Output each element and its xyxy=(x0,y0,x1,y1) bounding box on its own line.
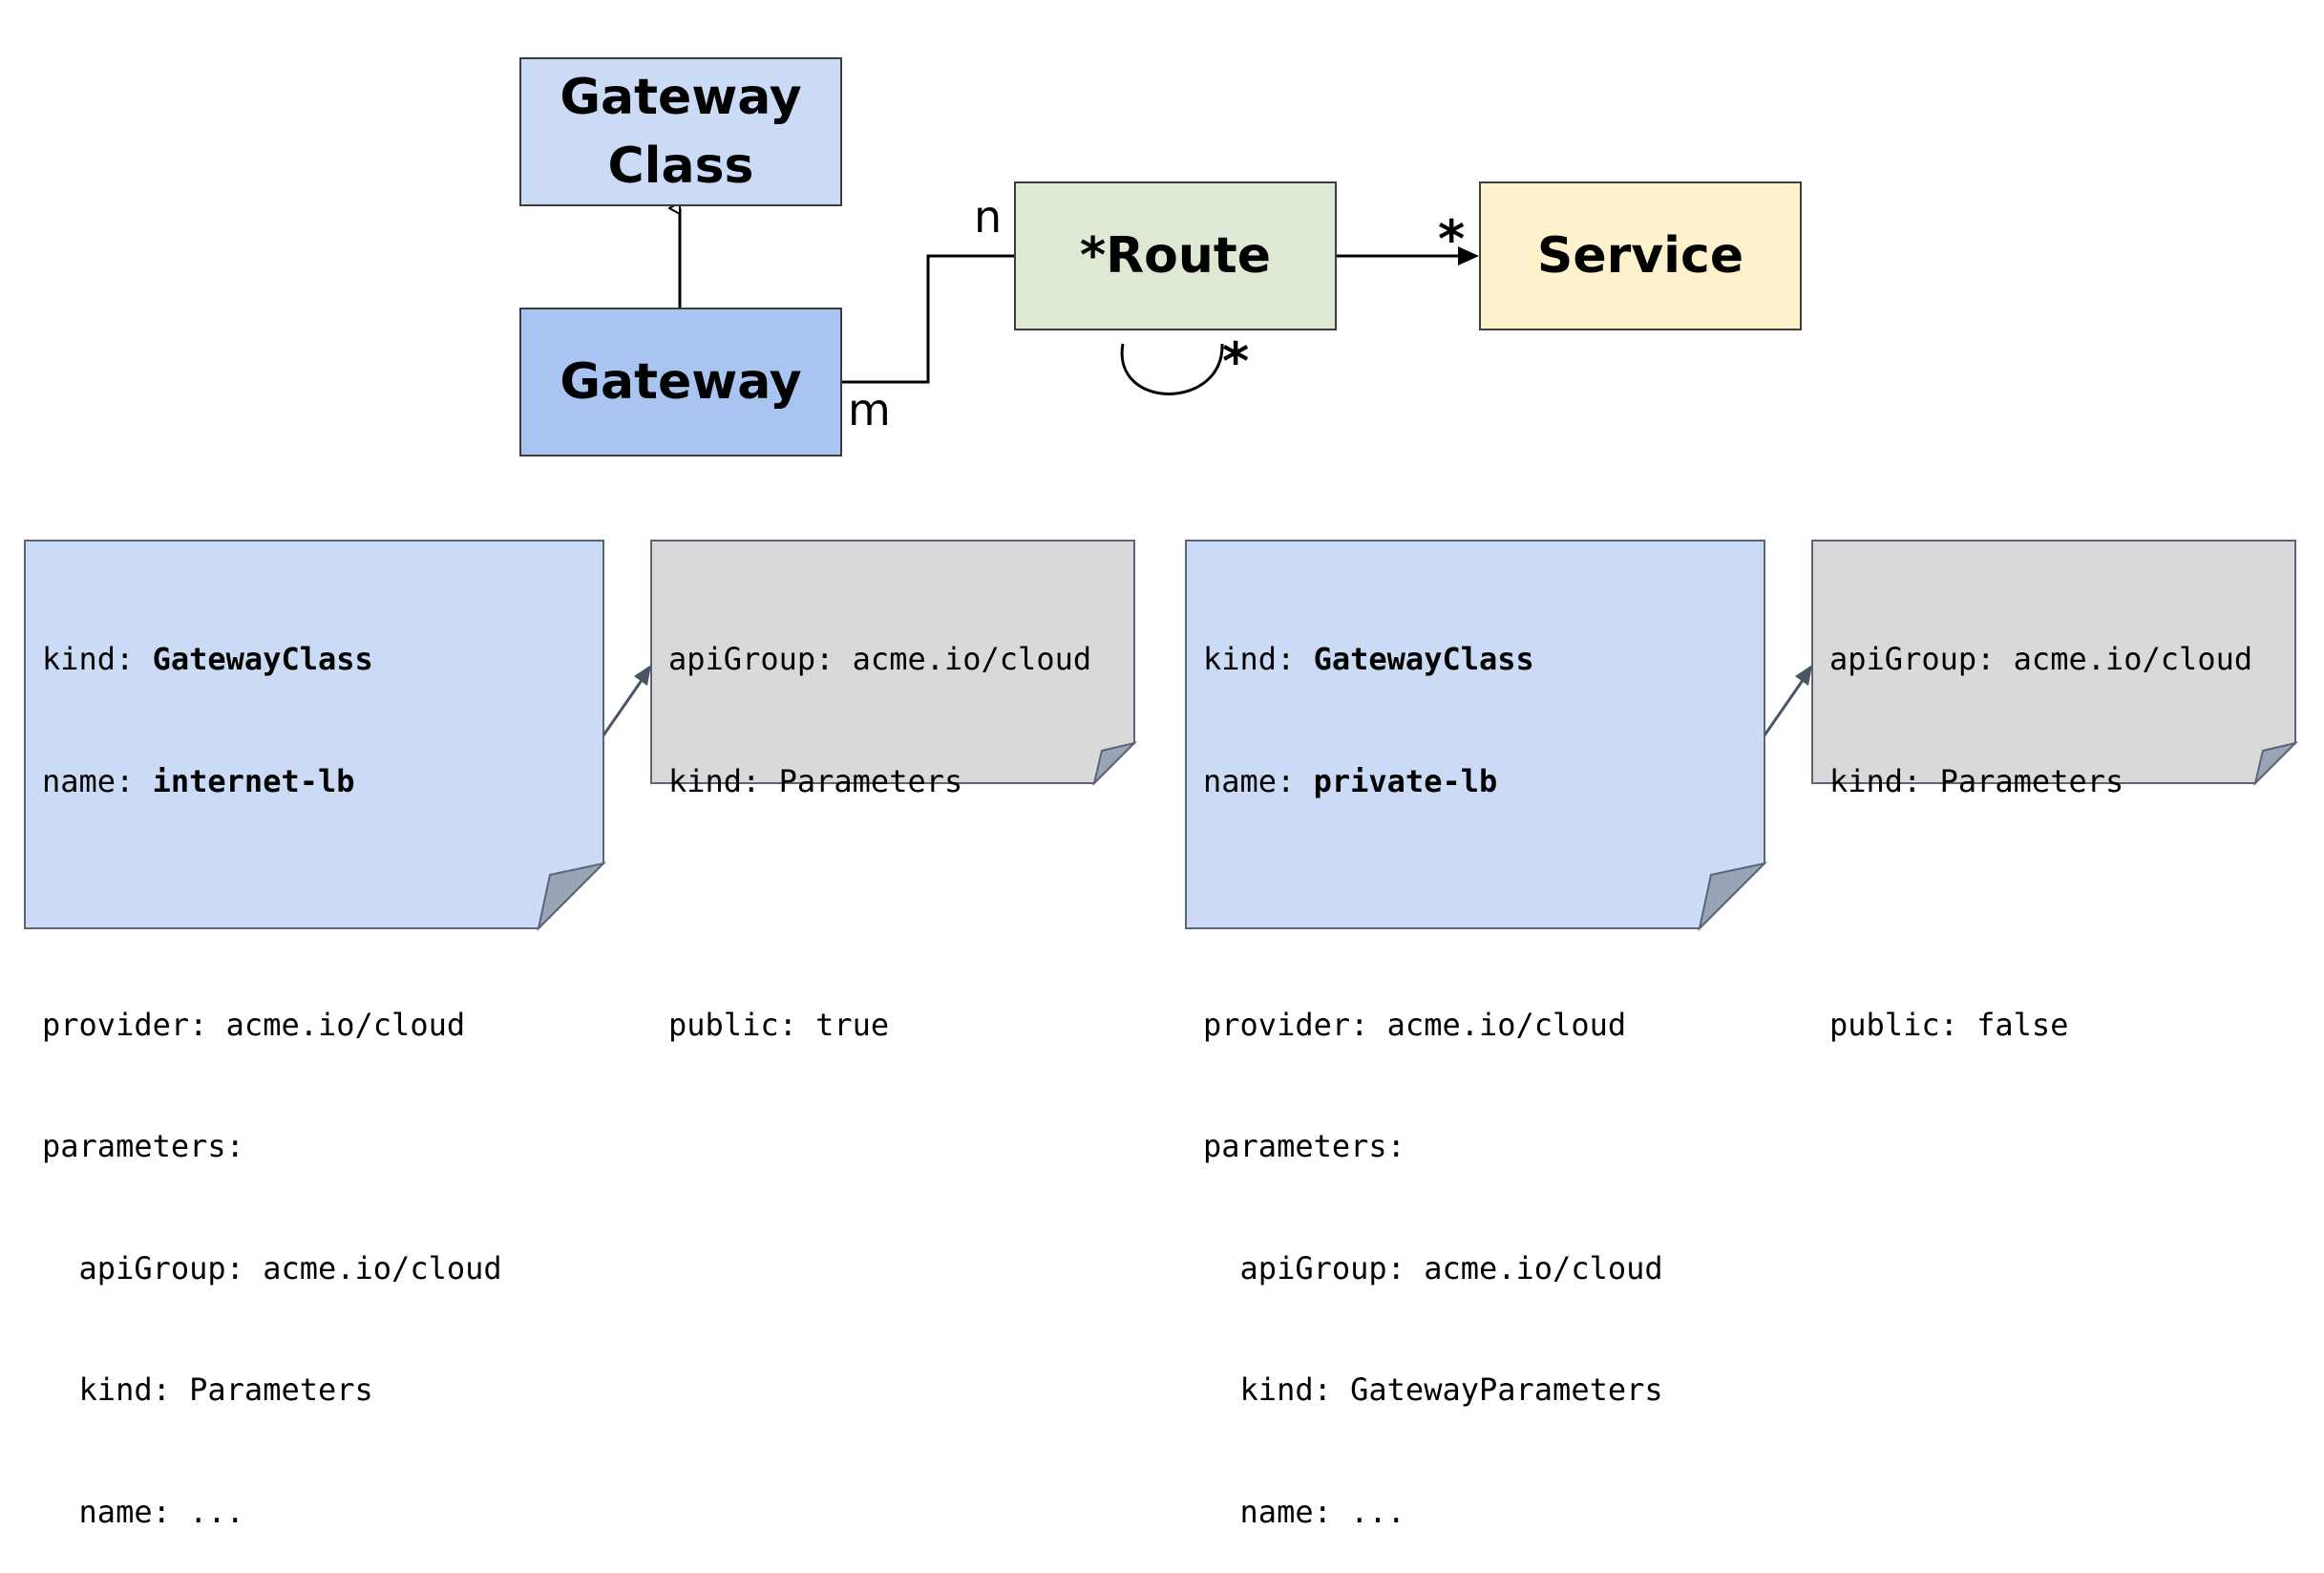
note-line-name: name: private-lb xyxy=(1203,761,1747,802)
note-line-api-group: apiGroup: acme.io/cloud xyxy=(1203,1249,1663,1286)
gateway-route-connector xyxy=(842,254,1014,384)
note-line-api-group: apiGroup: acme.io/cloud xyxy=(42,1249,502,1286)
internet-params-arrowhead xyxy=(634,665,651,686)
connectors-layer xyxy=(24,0,2299,932)
gateway-class-box: Gateway Class xyxy=(519,57,842,206)
private-lb-class-note: kind: GatewayClass name: private-lb prov… xyxy=(1186,541,1764,1530)
service-label: Service xyxy=(1536,227,1744,285)
gateway-label: Gateway xyxy=(560,353,802,411)
kind-key: kind: xyxy=(42,641,153,677)
note-line-public: public: true xyxy=(668,1006,890,1043)
note-line-api-group: apiGroup: acme.io/cloud xyxy=(668,641,1092,677)
service-box: Service xyxy=(1479,181,1802,330)
note-line-name: name: internet-lb xyxy=(42,761,586,802)
gateway-class-label-line1: Gateway xyxy=(560,69,802,126)
internet-lb-class-note: kind: GatewayClass name: internet-lb pro… xyxy=(25,541,603,1530)
note-shape-private-params xyxy=(1811,540,2299,787)
gateway-box: Gateway xyxy=(519,308,842,457)
note-line-param-kind: kind: GatewayParameters xyxy=(1203,1371,1663,1408)
kind-key: kind: xyxy=(1203,641,1314,677)
note-line-kind: kind: Parameters xyxy=(668,762,963,799)
note-line-parameters: parameters: xyxy=(42,1128,244,1164)
route-self-loop xyxy=(1120,343,1224,395)
note-line-provider: provider: acme.io/cloud xyxy=(1203,1006,1627,1043)
multiplicity-route-self: * xyxy=(1222,331,1250,392)
note-blank-line xyxy=(1829,882,2278,924)
note-blank-line xyxy=(668,882,1117,924)
note-line-kind: kind: Parameters xyxy=(1829,762,2124,799)
note-line-param-kind: kind: Parameters xyxy=(42,1371,373,1408)
kind-value: GatewayClass xyxy=(152,641,373,677)
kind-value: GatewayClass xyxy=(1313,641,1534,677)
private-params-arrow xyxy=(1763,675,1807,736)
route-box: *Route xyxy=(1014,181,1337,330)
note-line-kind: kind: GatewayClass xyxy=(42,639,586,680)
note-blank-line xyxy=(42,882,586,924)
note-line-provider: provider: acme.io/cloud xyxy=(42,1006,466,1043)
internet-params-arrow xyxy=(602,675,646,736)
private-lb-params-note: apiGroup: acme.io/cloud kind: Parameters… xyxy=(1812,541,2295,1043)
note-line-param-name: name: ... xyxy=(42,1493,244,1530)
note-line-api-group: apiGroup: acme.io/cloud xyxy=(1829,641,2253,677)
note-line-param-name: name: ... xyxy=(1203,1493,1405,1530)
private-params-arrowhead xyxy=(1795,665,1812,686)
multiplicity-gateway-side: m xyxy=(848,384,891,436)
route-service-arrowhead xyxy=(1458,246,1479,266)
note-blank-line xyxy=(1203,882,1747,924)
name-value: internet-lb xyxy=(152,762,355,799)
note-line-parameters: parameters: xyxy=(1203,1128,1405,1164)
note-line-public: public: false xyxy=(1829,1006,2069,1043)
note-shape-private-lb xyxy=(1185,540,1768,932)
note-line-kind: kind: GatewayClass xyxy=(1203,639,1747,680)
route-label: *Route xyxy=(1079,227,1272,285)
internet-lb-params-note: apiGroup: acme.io/cloud kind: Parameters… xyxy=(651,541,1134,1043)
note-shape-internet-lb xyxy=(24,540,607,932)
name-value: private-lb xyxy=(1313,762,1498,799)
name-key: name: xyxy=(1203,762,1314,799)
multiplicity-route-side: n xyxy=(974,191,1003,243)
multiplicity-service: * xyxy=(1438,209,1466,269)
note-shape-internet-params xyxy=(650,540,1138,787)
name-key: name: xyxy=(42,762,153,799)
gateway-class-label-line2: Class xyxy=(607,138,754,195)
